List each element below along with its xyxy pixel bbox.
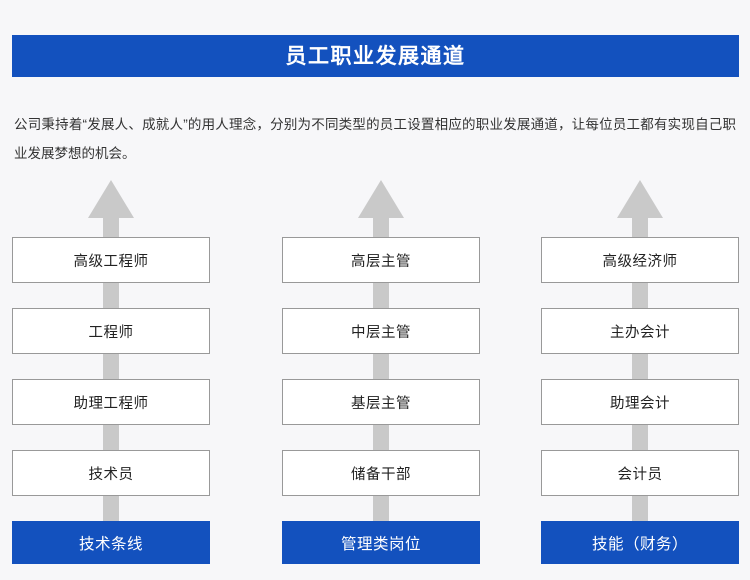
page-header-banner: 员工职业发展通道 [12,35,739,77]
level-box[interactable]: 会计员 [541,450,739,496]
career-column-technical: 高级工程师 工程师 助理工程师 技术员 技术条线 [12,178,210,568]
page-title: 员工职业发展通道 [285,44,466,68]
career-columns: 高级工程师 工程师 助理工程师 技术员 技术条线 高层主管 中层主管 基层主管 … [0,178,750,578]
level-box[interactable]: 中层主管 [282,308,480,354]
level-box[interactable]: 基层主管 [282,379,480,425]
level-box[interactable]: 高级经济师 [541,237,739,283]
level-box[interactable]: 储备干部 [282,450,480,496]
level-box[interactable]: 主办会计 [541,308,739,354]
up-arrow-icon [616,178,664,564]
up-arrow-icon [357,178,405,564]
level-box[interactable]: 高层主管 [282,237,480,283]
intro-paragraph: 公司秉持着“发展人、成就人”的用人理念，分别为不同类型的员工设置相应的职业发展通… [14,116,736,161]
career-track-label[interactable]: 技术条线 [12,521,210,564]
career-track-label[interactable]: 技能（财务） [541,521,739,564]
career-column-management: 高层主管 中层主管 基层主管 储备干部 管理类岗位 [282,178,480,568]
up-arrow-icon [87,178,135,564]
career-track-label[interactable]: 管理类岗位 [282,521,480,564]
level-box[interactable]: 助理工程师 [12,379,210,425]
career-column-skill-finance: 高级经济师 主办会计 助理会计 会计员 技能（财务） [541,178,739,568]
level-box[interactable]: 助理会计 [541,379,739,425]
level-box[interactable]: 技术员 [12,450,210,496]
level-box[interactable]: 工程师 [12,308,210,354]
level-box[interactable]: 高级工程师 [12,237,210,283]
